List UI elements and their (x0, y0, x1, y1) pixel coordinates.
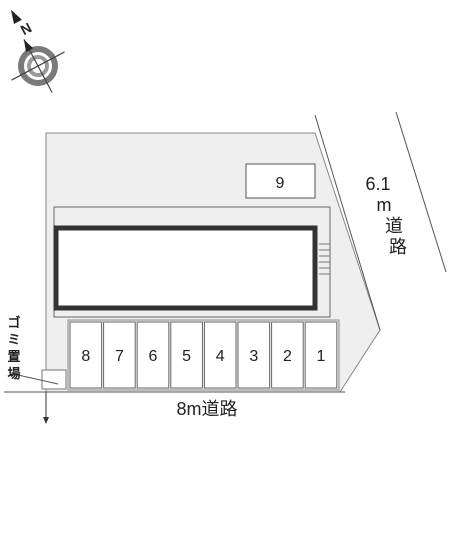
parking-slot-4-label: 4 (216, 348, 225, 365)
parking-slot-5 (170, 321, 203, 389)
bottom-road-label: 8m道路 (176, 399, 237, 419)
garbage-label-char: ゴ (7, 315, 20, 330)
parking-slot-6 (136, 321, 170, 389)
parking-slot-3-label: 3 (249, 348, 258, 365)
garbage-area (41, 369, 67, 390)
garbage-label-char: 置 (7, 349, 20, 364)
parking-slot-8 (69, 321, 103, 389)
right-road-label-char: 道 (385, 216, 403, 236)
parking-slot-1 (304, 321, 338, 389)
parking-slot-5-label: 5 (182, 348, 191, 365)
building-outline (53, 225, 318, 311)
stairs-icon (319, 243, 330, 275)
garbage-label-char: 場 (7, 366, 20, 381)
parking-slot-9 (245, 163, 316, 199)
parking-row-outline (67, 319, 340, 391)
parking-slot-1-label: 1 (317, 348, 326, 365)
entrance-arrow-icon (43, 417, 49, 424)
right-road-label-char: 6.1 (365, 174, 390, 194)
parking-slot-9-label: 9 (276, 175, 285, 192)
north-arrow-icon (10, 9, 22, 24)
compass-icon: N (10, 9, 65, 93)
garbage-label-char: ミ (7, 332, 20, 347)
right-road-edge-inner (314, 114, 381, 331)
parking-slot-6-label: 6 (149, 348, 158, 365)
parking-slot-7-label: 7 (115, 348, 124, 365)
right-road-edge-outer (395, 111, 447, 273)
compass-north-letter: N (18, 19, 34, 38)
parking-slots: 8 7 6 5 4 3 2 1 (69, 321, 338, 389)
right-road-label-char: m (377, 195, 392, 215)
parking-slot-3 (237, 321, 271, 389)
parking-slot-4 (203, 321, 237, 389)
parking-slot-7 (103, 321, 136, 389)
parking-slot-2 (271, 321, 304, 389)
garbage-leader-line (17, 374, 59, 385)
parking-slot-2-label: 2 (283, 348, 292, 365)
right-road-label-char: 路 (389, 237, 407, 257)
parking-slot-8-label: 8 (81, 348, 90, 365)
